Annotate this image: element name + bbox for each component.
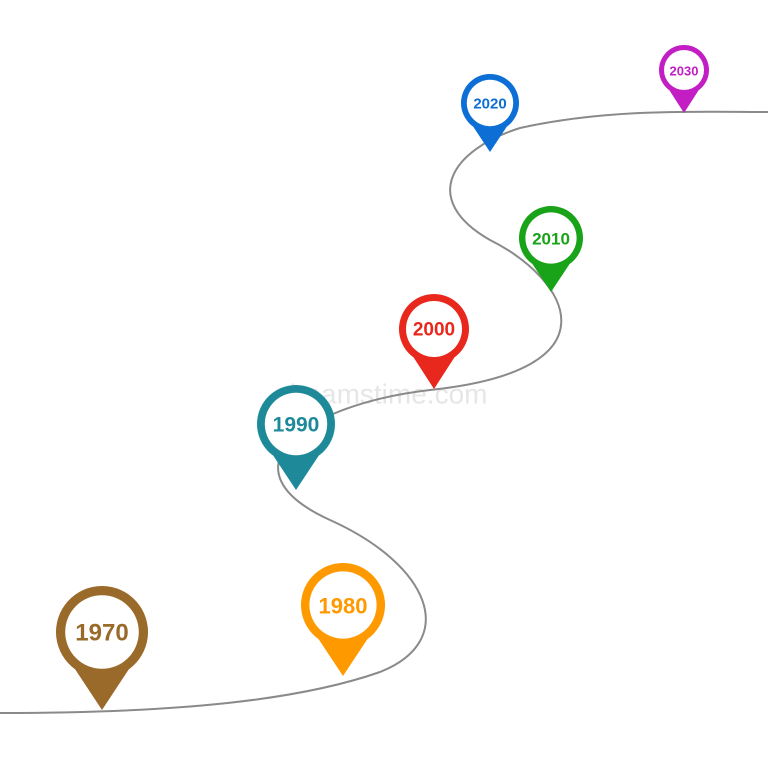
pin-inner-circle	[264, 392, 328, 456]
timeline-marker-2030: 2030	[659, 45, 709, 113]
pin-inner-circle	[406, 301, 462, 357]
timeline-marker-2020: 2020	[461, 73, 519, 152]
year-label: 1990	[273, 414, 320, 437]
timeline-path	[0, 110, 768, 714]
pin-inner-circle	[466, 79, 514, 127]
timeline-marker-2000: 2000	[399, 294, 469, 389]
pin-inner-circle	[65, 595, 139, 669]
year-label: 2030	[670, 64, 699, 79]
timeline-marker-1970: 1970	[55, 586, 148, 710]
year-label: 2010	[532, 230, 570, 249]
timeline-marker-1990: 1990	[257, 384, 336, 490]
pin-inner-circle	[664, 50, 704, 90]
year-label: 2000	[413, 320, 455, 341]
year-label: 1980	[319, 594, 368, 619]
pin-inner-circle	[525, 212, 577, 264]
timeline-marker-2010: 2010	[519, 205, 583, 292]
timeline-markers: 1970 1980 1990 2000 2010 2020 2030	[55, 45, 709, 710]
timeline-marker-1980: 1980	[300, 562, 385, 676]
pin-inner-circle	[309, 571, 377, 639]
year-label: 2020	[473, 96, 506, 113]
year-label: 1970	[75, 620, 128, 647]
